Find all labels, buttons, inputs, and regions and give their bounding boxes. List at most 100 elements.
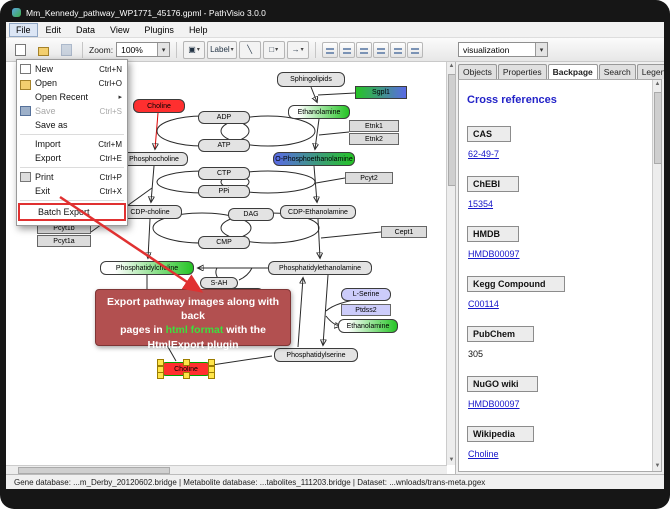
node-cmp[interactable]: CMP xyxy=(198,236,250,249)
add-datanode-dropdown[interactable]: ▣▾ xyxy=(183,40,206,59)
scroll-up-icon[interactable]: ▲ xyxy=(654,81,661,87)
node-pcyt2[interactable]: Pcyt2 xyxy=(345,172,393,184)
tab-objects[interactable]: Objects xyxy=(458,64,497,79)
align-center-x-button[interactable] xyxy=(338,41,355,58)
node-phosphatidylcholine[interactable]: Phosphatidylcholine xyxy=(100,261,194,275)
connector-dropdown[interactable]: →▾ xyxy=(286,40,309,59)
sidebar-scrollbar[interactable]: ▲ ▼ xyxy=(652,80,661,471)
node-ppi[interactable]: PPi xyxy=(198,185,250,198)
scroll-thumb[interactable] xyxy=(18,467,170,474)
node-choline[interactable]: Choline xyxy=(133,99,185,113)
canvas-horizontal-scrollbar[interactable] xyxy=(6,465,447,474)
scroll-down-icon[interactable]: ▼ xyxy=(448,457,455,463)
node-pcyt1a[interactable]: Pcyt1a xyxy=(37,235,91,247)
add-label-dropdown[interactable]: Label▾ xyxy=(207,40,237,59)
scroll-thumb[interactable] xyxy=(654,92,661,164)
node-sphingolipids[interactable]: Sphingolipids xyxy=(277,72,345,87)
align-tools-group xyxy=(321,41,424,58)
node-sgpl1[interactable]: Sgpl1 xyxy=(355,86,407,99)
save-button[interactable] xyxy=(56,40,76,60)
node-l-serine[interactable]: L-Serine xyxy=(341,288,391,301)
node-atp[interactable]: ATP xyxy=(198,139,250,152)
node-phosphatidylserine[interactable]: Phosphatidylserine xyxy=(274,348,358,362)
node-phosphocholine[interactable]: Phosphocholine xyxy=(120,152,188,166)
connector-icon: → xyxy=(291,45,300,54)
open-button[interactable] xyxy=(33,40,53,60)
menu-item-label: Import xyxy=(35,139,61,149)
node-o-phosphoethanolamine[interactable]: O-Phosphoethanolamine xyxy=(273,152,355,166)
node-etnk2[interactable]: Etnk2 xyxy=(349,133,399,145)
tab-properties[interactable]: Properties xyxy=(497,64,547,79)
node-ptdss2[interactable]: Ptdss2 xyxy=(341,304,391,316)
annotation-highlight: html format xyxy=(165,324,224,337)
tab-legend[interactable]: Legend xyxy=(636,64,664,79)
node-adp[interactable]: ADP xyxy=(198,111,250,124)
scroll-up-icon[interactable]: ▲ xyxy=(448,63,455,69)
shape-dropdown[interactable]: □▾ xyxy=(262,40,285,59)
menu-view[interactable]: View xyxy=(110,24,130,35)
node-ethanolamine[interactable]: Ethanolamine xyxy=(288,105,350,119)
canvas-vertical-scrollbar[interactable]: ▲ ▼ xyxy=(446,62,455,465)
line-tool[interactable]: ╲ xyxy=(238,40,261,59)
menu-help[interactable]: Help xyxy=(188,24,208,35)
selection-handle[interactable] xyxy=(183,359,190,366)
align-left-button[interactable] xyxy=(321,41,338,58)
selection-handle[interactable] xyxy=(157,372,164,379)
toolbar-separator xyxy=(314,41,316,58)
selection-handle[interactable] xyxy=(183,372,190,379)
menu-item-save-as[interactable]: Save as xyxy=(17,118,127,132)
align-center-y-button[interactable] xyxy=(389,41,406,58)
tab-backpage[interactable]: Backpage xyxy=(547,64,598,79)
selection-handle[interactable] xyxy=(208,372,215,379)
node-phosphatidylethanolamine[interactable]: Phosphatidylethanolamine xyxy=(268,261,372,275)
distribute-button[interactable] xyxy=(406,41,423,58)
scroll-down-icon[interactable]: ▼ xyxy=(654,463,661,469)
selection-handle[interactable] xyxy=(157,366,164,373)
node-dag[interactable]: DAG xyxy=(228,208,274,221)
menu-edit[interactable]: Edit xyxy=(45,24,62,35)
selection-handle[interactable] xyxy=(157,359,164,366)
save-disk-icon xyxy=(60,43,72,56)
section-link[interactable]: Choline xyxy=(468,449,499,459)
menu-file[interactable]: File xyxy=(9,22,38,37)
zoom-select[interactable]: 100% ▾ xyxy=(116,42,171,57)
menu-item-open-recent[interactable]: Open Recent▸ xyxy=(17,90,127,104)
menu-data[interactable]: Data xyxy=(76,24,96,35)
menu-item-batch-export[interactable]: Batch Export xyxy=(18,203,126,221)
add-label-icon: Label xyxy=(210,45,230,54)
node-ethanolamine[interactable]: Ethanolamine xyxy=(338,319,398,333)
section-link[interactable]: HMDB00097 xyxy=(468,249,520,259)
node-cept1[interactable]: Cept1 xyxy=(381,226,427,238)
chevron-down-icon[interactable]: ▾ xyxy=(157,43,170,56)
node-ctp[interactable]: CTP xyxy=(198,167,250,180)
align-right-button[interactable] xyxy=(355,41,372,58)
section-link[interactable]: 15354 xyxy=(468,199,494,209)
visualization-select[interactable]: visualization ▾ xyxy=(458,42,548,57)
open-folder-icon xyxy=(37,46,49,56)
section-link[interactable]: HMDB00097 xyxy=(468,399,520,409)
section-link[interactable]: C00114 xyxy=(468,299,499,309)
node-cdp-ethanolamine[interactable]: CDP-Ethanolamine xyxy=(280,205,356,219)
menu-plugins[interactable]: Plugins xyxy=(144,24,174,35)
selection-handle[interactable] xyxy=(208,359,215,366)
window-title: Mm_Kennedy_pathway_WP1771_45176.gpml - P… xyxy=(26,7,266,18)
chevron-down-icon[interactable]: ▾ xyxy=(535,43,547,56)
align-left-icon xyxy=(325,45,334,54)
new-button[interactable] xyxy=(10,40,30,60)
node-choline[interactable]: Choline xyxy=(157,359,215,379)
section-link[interactable]: 62-49-7 xyxy=(468,149,500,159)
scroll-thumb[interactable] xyxy=(448,74,455,186)
align-top-button[interactable] xyxy=(372,41,389,58)
tab-search[interactable]: Search xyxy=(598,64,636,79)
annotation-line2-post: with the xyxy=(223,324,266,337)
node-etnk1[interactable]: Etnk1 xyxy=(349,120,399,132)
menu-item-shortcut: Ctrl+N xyxy=(99,64,122,74)
